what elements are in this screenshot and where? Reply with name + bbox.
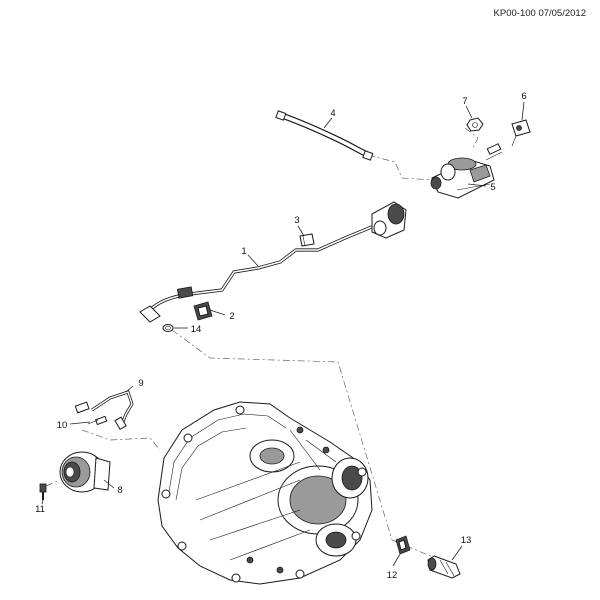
part-14-seal (162, 324, 174, 332)
callout-4: 4 (330, 108, 335, 119)
part-12-clip (395, 535, 411, 555)
callout-13: 13 (461, 535, 472, 546)
part-13-connector (427, 555, 461, 579)
part-8-slave-cylinder (59, 451, 111, 493)
part-9-slave-pipe (74, 390, 134, 431)
callout-3: 3 (294, 215, 299, 226)
part-10-bleed-screw (87, 415, 108, 426)
callout-2: 2 (229, 311, 234, 322)
part-11-bolt (39, 483, 47, 500)
callout-14: 14 (191, 324, 202, 335)
callout-7: 7 (462, 96, 467, 107)
leader-lines (41, 101, 525, 567)
drawing-reference: KP00-100 07/05/2012 (493, 8, 586, 19)
callout-10: 10 (57, 420, 68, 431)
part-2-clip (193, 301, 213, 321)
part-4-clutch-hose (275, 110, 374, 161)
callout-12: 12 (387, 570, 398, 581)
callout-8: 8 (117, 485, 122, 496)
callout-5: 5 (490, 182, 495, 193)
part-1-clutch-pipe (139, 201, 407, 323)
callout-1: 1 (241, 246, 246, 257)
part-5-master-cylinder (430, 143, 503, 199)
part-3-clip (299, 233, 315, 247)
callout-labels: 1 2 3 4 5 6 7 8 9 10 11 12 13 14 (35, 91, 527, 581)
part-7-nut (466, 117, 484, 132)
assembly-centerlines (45, 127, 479, 561)
callout-6: 6 (521, 91, 526, 102)
callout-9: 9 (138, 378, 143, 389)
transmission-housing (157, 401, 373, 585)
callout-11: 11 (35, 504, 45, 515)
part-6-clevis (511, 119, 531, 147)
